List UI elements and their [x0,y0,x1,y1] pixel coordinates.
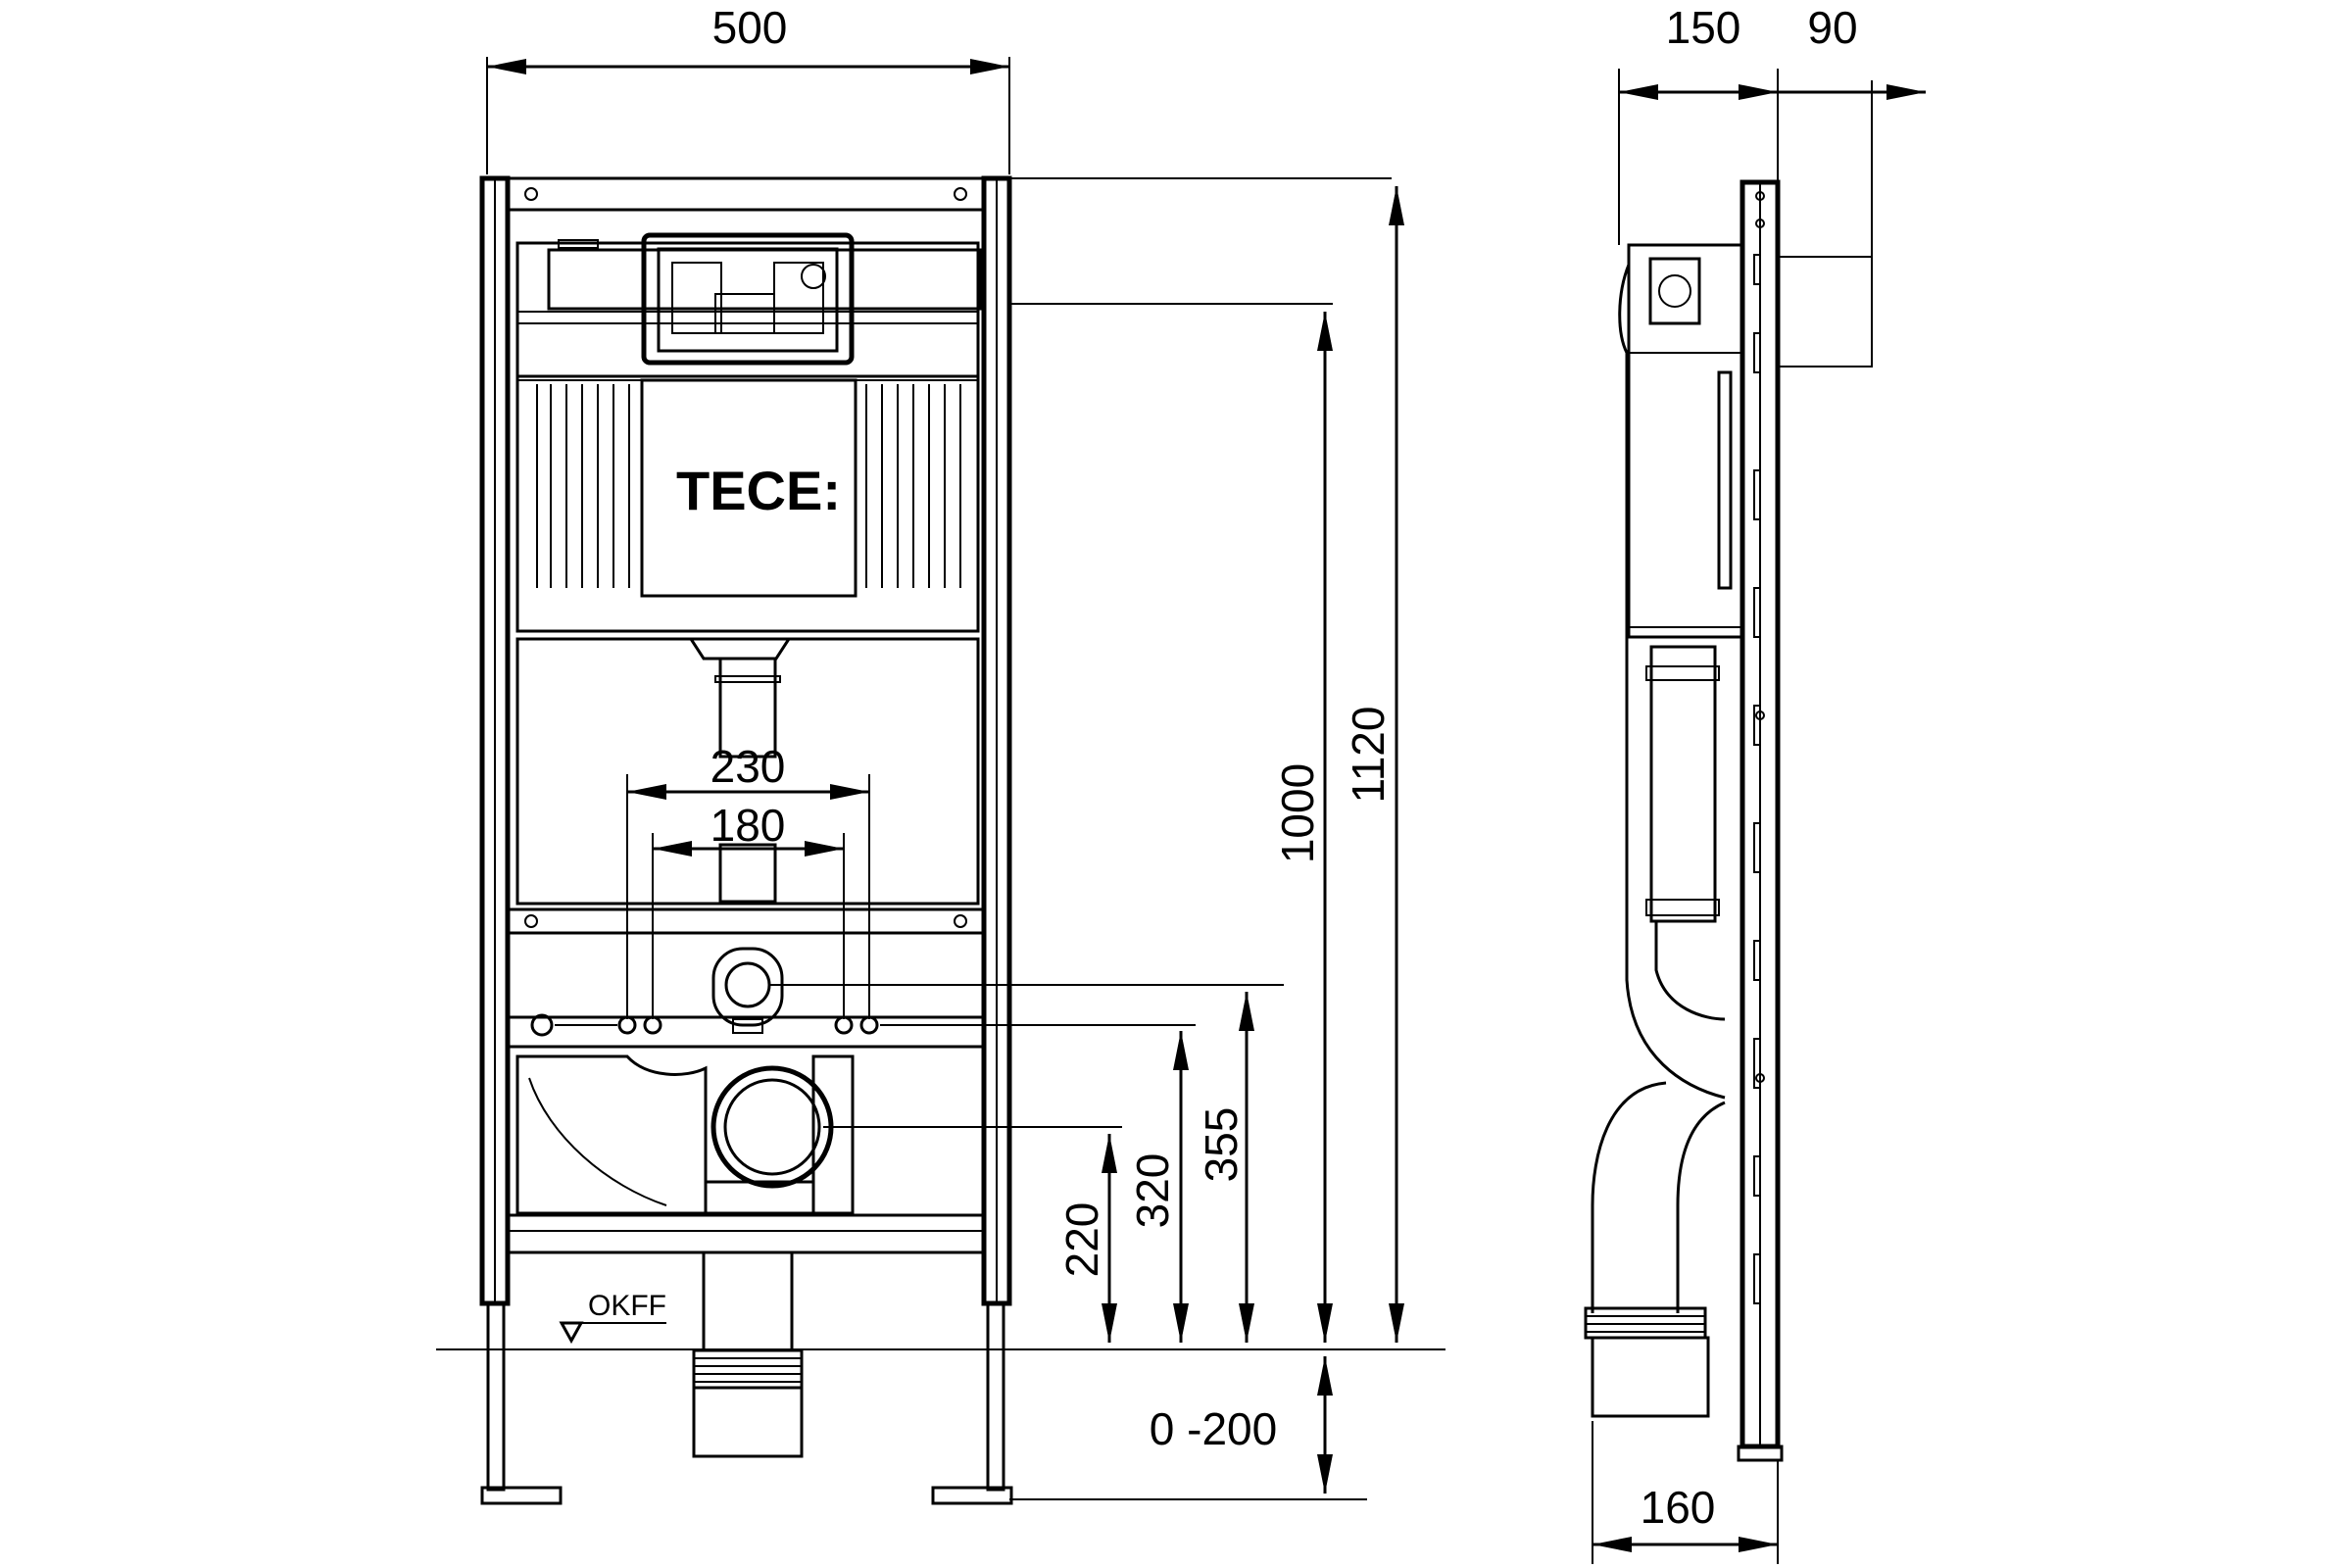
level-marker-icon [559,1321,584,1345]
dim-extra-depth: 90 [1807,2,1857,53]
side-cistern [1627,243,1744,639]
flush-valve-housing [641,232,855,366]
right-foot [931,1486,1013,1505]
dim-bottom-depth: 160 [1641,1482,1716,1533]
bottom-rail [506,1213,986,1254]
front-dimensions: 500 230 180 1120 1000 355 320 220 [486,2,1404,1500]
bolt [859,1015,879,1035]
dim-frame-width: 500 [712,2,788,53]
bolt [834,1015,854,1035]
side-dimensions: 150 90 160 [1592,2,1926,1564]
water-inlet [724,961,771,1008]
brand-logo: TECE: [676,460,841,521]
side-view [1584,179,1873,1462]
dim-bolt-spacing-outer: 230 [710,741,786,792]
side-drain-bend [1591,1081,1667,1313]
front-view: TECE: [436,175,1446,1505]
cistern-body [515,374,980,633]
dim-height-1000: 1000 [1272,763,1323,863]
logo-plate [640,378,858,598]
bolt [643,1015,662,1035]
drain-pipe [692,1386,804,1458]
bolt [617,1015,637,1035]
dim-height-1120: 1120 [1343,707,1394,804]
dim-tank-depth: 150 [1666,2,1741,53]
dim-height-320: 320 [1127,1153,1178,1229]
dim-bolt-spacing-inner: 180 [710,800,786,851]
dim-height-355: 355 [1196,1107,1247,1183]
okff-label: OKFF [588,1290,666,1322]
dim-height-220: 220 [1056,1202,1107,1278]
left-foot [480,1486,563,1505]
dim-leg-adjust: 0 -200 [1150,1403,1277,1454]
